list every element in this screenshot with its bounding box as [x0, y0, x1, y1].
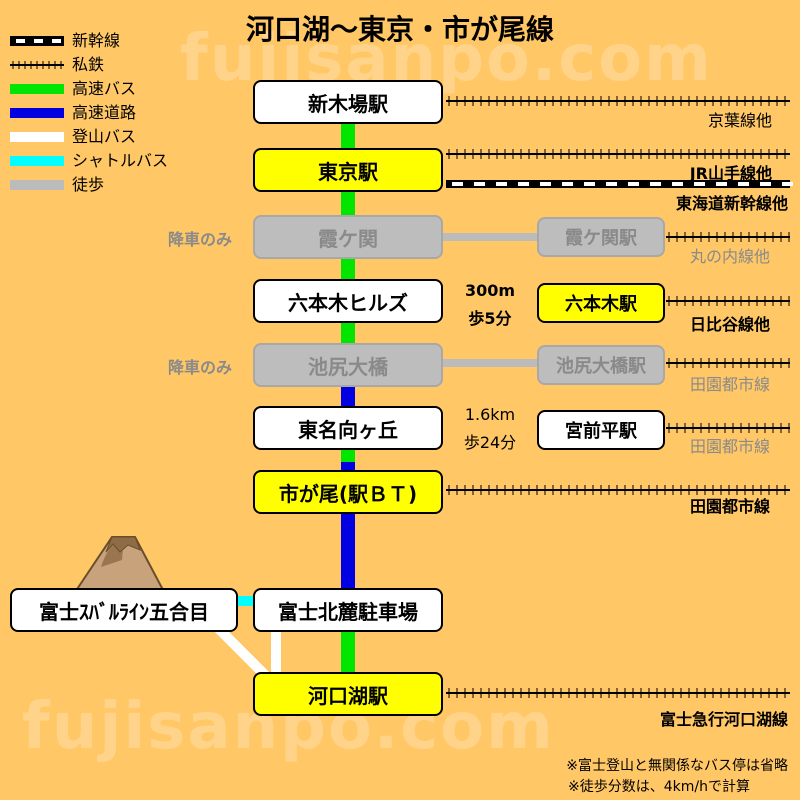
line-label-jr-yamanote: JR山手線他 — [689, 164, 772, 183]
walk-swatch — [10, 180, 64, 190]
shinkansen-line — [446, 180, 790, 188]
stop-roppongi-hills[interactable]: 六本木ヒルズ — [253, 279, 443, 323]
shinkansen-dash — [782, 182, 793, 186]
shinkansen-swatch — [10, 36, 64, 46]
walk-time-roppongi: 歩5分 — [468, 309, 512, 328]
walk-distance-roppongi: 300m — [464, 281, 516, 300]
shinkansen-dash — [452, 182, 463, 186]
shinkansen-dash — [672, 182, 683, 186]
shuttle-bus-swatch — [10, 156, 64, 166]
line-label-denentoshi: 田園都市線 — [689, 437, 770, 456]
shinkansen-dash — [760, 182, 771, 186]
legend-label: 高速バス — [72, 79, 137, 98]
shinkansen-dash — [474, 182, 485, 186]
stop-kawaguchiko[interactable]: 河口湖駅 — [253, 672, 443, 716]
shinkansen-dash — [584, 182, 595, 186]
legend-label: 高速道路 — [72, 103, 137, 122]
line-label-keiyo: 京葉線他 — [707, 111, 772, 130]
shinkansen-dash — [562, 182, 573, 186]
stop-tokyo[interactable]: 東京駅 — [253, 148, 443, 192]
stop-kasumigaseki[interactable]: 霞ケ関 — [253, 215, 443, 259]
line-label-marunouchi: 丸の内線他 — [689, 247, 770, 266]
line-label-denentoshi: 田園都市線 — [689, 375, 770, 394]
shinkansen-dash — [628, 182, 639, 186]
line-label-hibiya: 日比谷線他 — [689, 315, 770, 334]
shinkansen-dash — [694, 182, 705, 186]
page-title: 河口湖～東京・市が尾線 — [245, 13, 554, 46]
line-label-fujikyu: 富士急行河口湖線 — [659, 710, 788, 729]
highway-bus-swatch — [10, 84, 64, 94]
shinkansen-dash — [496, 182, 507, 186]
legend-label: 新幹線 — [72, 31, 121, 50]
walk-line-kasumigaseki — [442, 233, 538, 241]
walk-time-miyamaedaira: 歩24分 — [463, 433, 517, 452]
legend-label: 私鉄 — [72, 55, 105, 74]
stop-ikejiri[interactable]: 池尻大橋 — [253, 343, 443, 387]
legend-label: 登山バス — [72, 127, 137, 146]
walk-line-ikejiri — [442, 359, 538, 367]
stop-ichigao[interactable]: 市が尾(駅ＢＴ) — [253, 470, 443, 514]
station-roppongi[interactable]: 六本木駅 — [537, 283, 665, 323]
stop-fuji-hokuroku[interactable]: 富士北麓駐車場 — [253, 588, 443, 632]
mountain-bus-line — [214, 624, 272, 682]
legend-label: 徒歩 — [72, 175, 105, 194]
expressway-swatch — [10, 108, 64, 118]
shinkansen-dash — [738, 182, 749, 186]
stop-fuji-subaru-5th[interactable]: 富士ｽﾊﾞﾙﾗｲﾝ五合目 — [10, 588, 238, 632]
walk-distance-miyamaedaira: 1.6km — [464, 405, 516, 424]
stop-tomei-mukogaoka[interactable]: 東名向ヶ丘 — [253, 406, 443, 450]
line-label-denentoshi: 田園都市線 — [689, 497, 770, 516]
private-rail-swatch — [10, 61, 64, 69]
shinkansen-dash — [650, 182, 661, 186]
shinkansen-dash — [540, 182, 551, 186]
shinkansen-dash — [716, 182, 727, 186]
station-miyamaedaira[interactable]: 宮前平駅 — [537, 410, 665, 450]
station-ikejiri[interactable]: 池尻大橋駅 — [537, 345, 665, 385]
legend-label: シャトルバス — [72, 151, 169, 170]
drop-off-only-label: 降車のみ — [168, 230, 233, 249]
shinkansen-dash — [606, 182, 617, 186]
shuttle-bus-line — [236, 596, 256, 606]
shinkansen-dashes — [452, 182, 793, 186]
line-label-tokaido-shinkansen: 東海道新幹線他 — [675, 194, 788, 213]
mountain-bus-swatch — [10, 132, 64, 142]
shinkansen-dash — [518, 182, 529, 186]
stop-shinkiba[interactable]: 新木場駅 — [253, 80, 443, 124]
drop-off-only-label: 降車のみ — [168, 358, 233, 377]
footnote-omitted-stops: ※富士登山と無関係なバス停は省略 — [566, 758, 788, 774]
footnote-walk-calc: ※徒歩分数は、4km/hで計算 — [568, 779, 750, 795]
rail-ties — [448, 96, 790, 698]
station-kasumigaseki[interactable]: 霞ケ関駅 — [537, 217, 665, 257]
